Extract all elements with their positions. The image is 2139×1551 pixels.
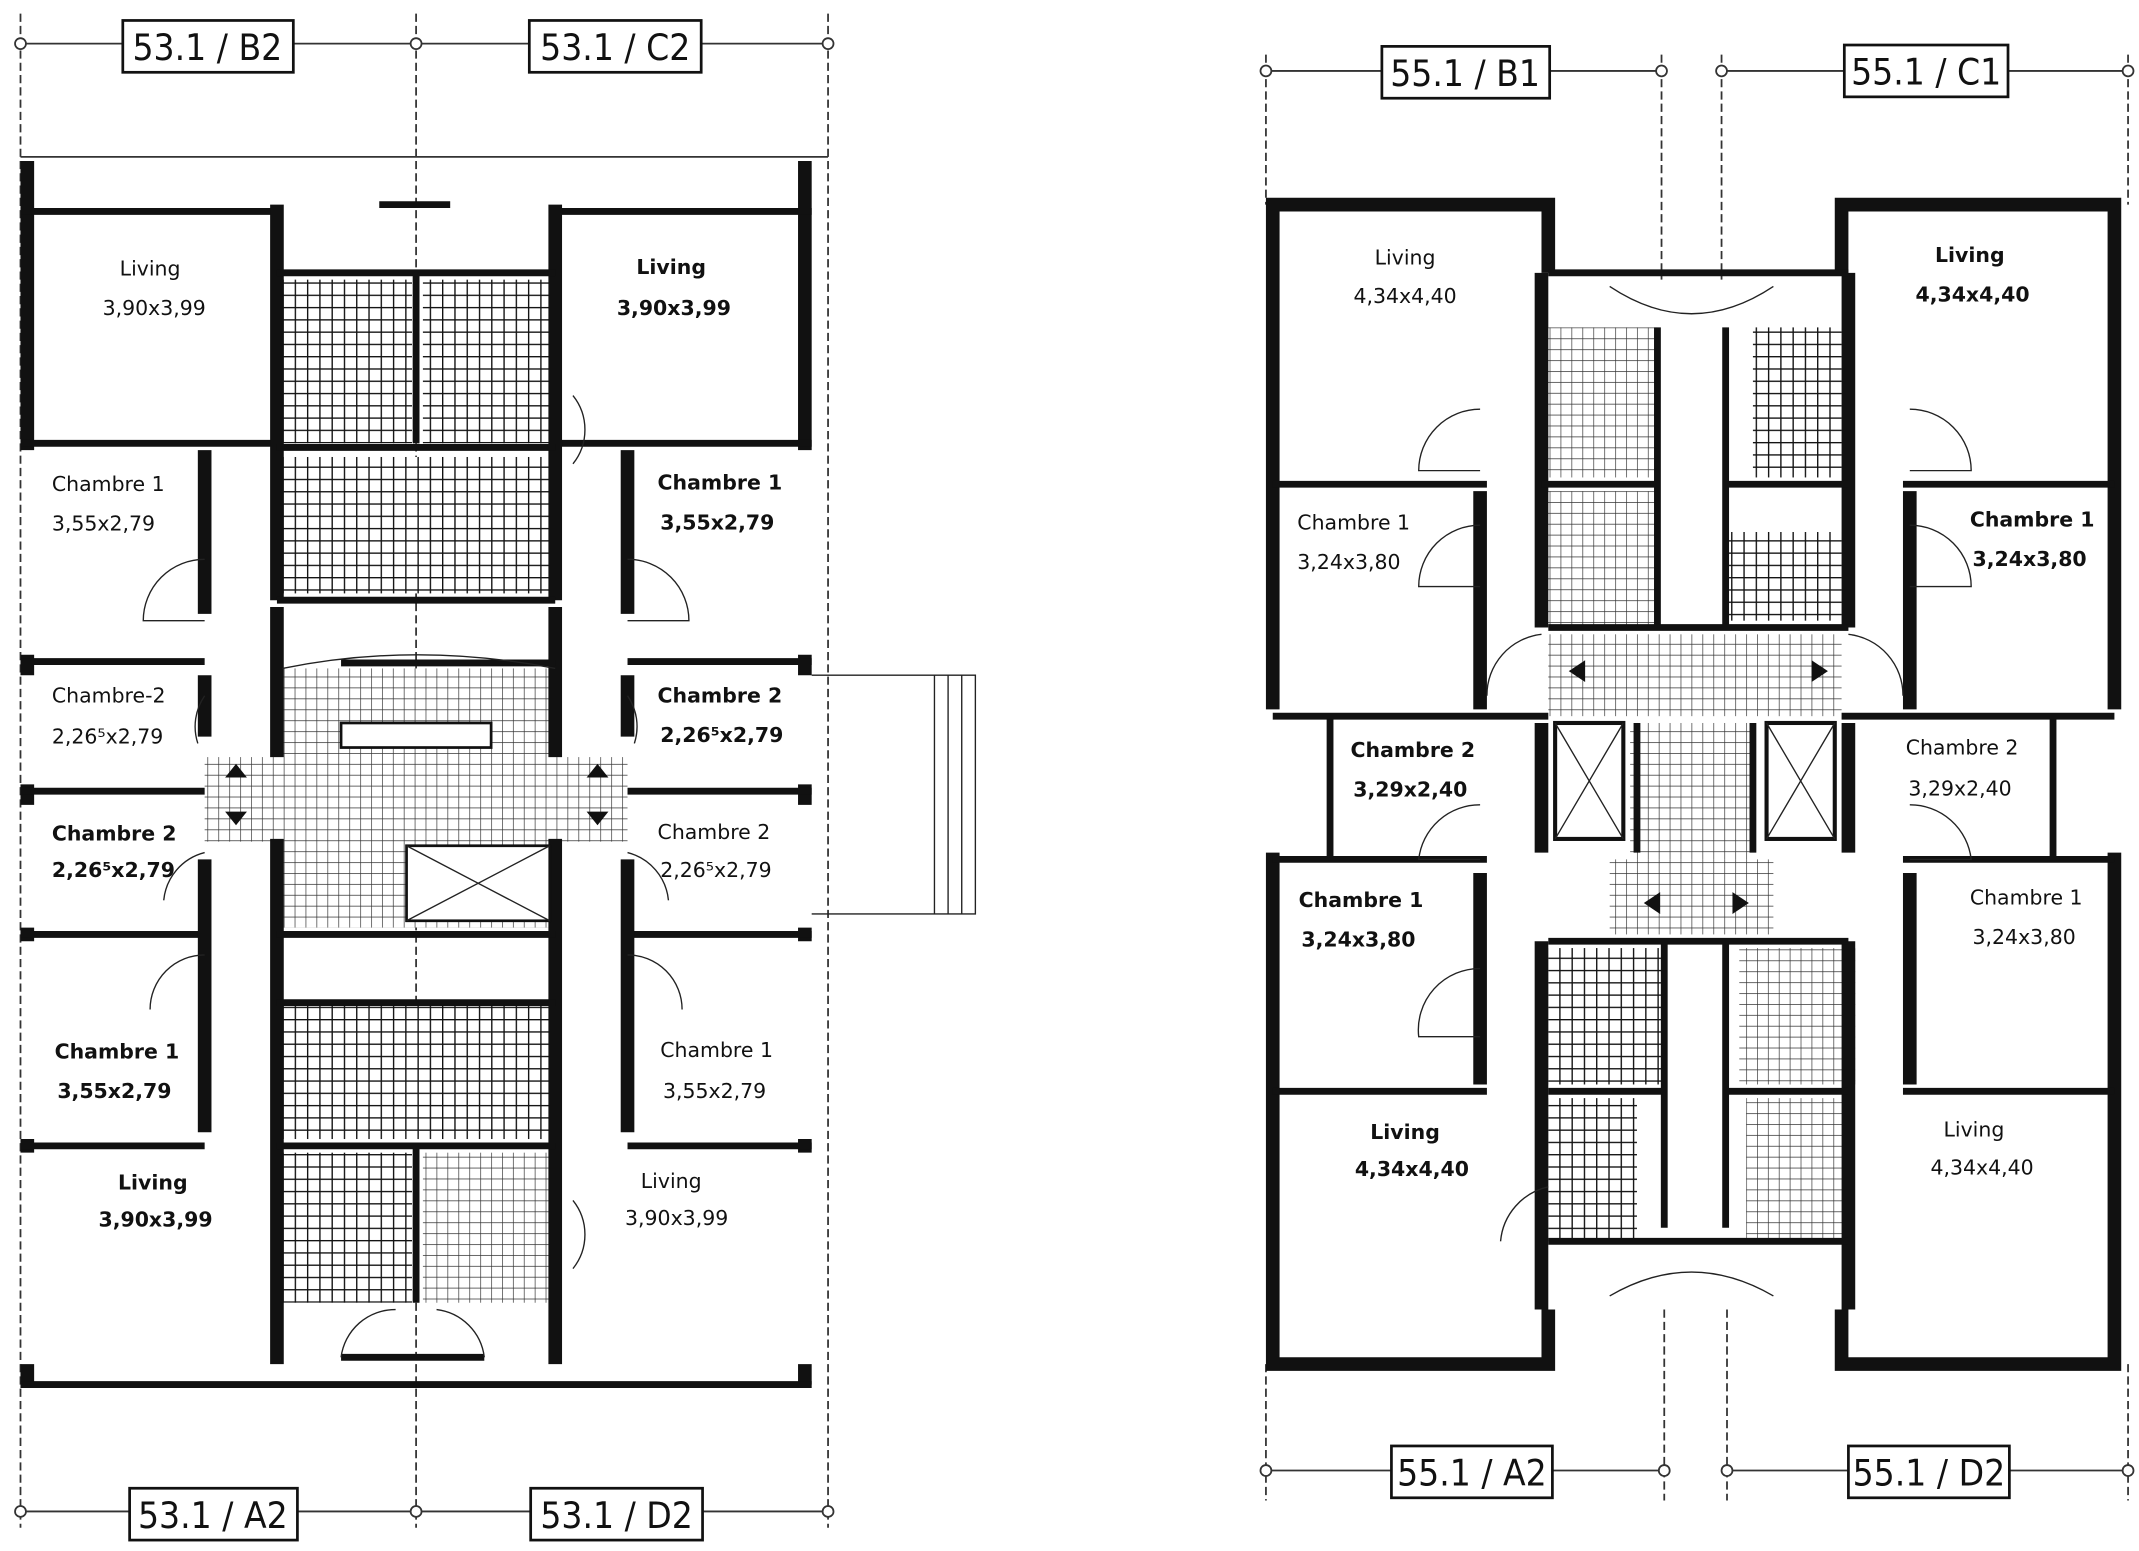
room-dims: 2,26⁵x2,79 (52, 858, 175, 882)
tag-55-1-c1: 55.1 / C1 (1842, 43, 2010, 99)
tag-53-1-c2: 53.1 / C2 (527, 19, 703, 74)
room-dims: 3,29x2,40 (1353, 778, 1467, 802)
room-dims: 3,90x3,99 (103, 296, 206, 320)
tag-55-1-d2: 55.1 / D2 (1847, 1444, 2011, 1500)
svg-text:53.1 / D2: 53.1 / D2 (540, 1494, 693, 1537)
right-door-swings (1417, 408, 1972, 1242)
room-name: Chambre-2 (52, 684, 166, 708)
room-dims: 3,55x2,79 (663, 1079, 766, 1103)
svg-text:55.1 / C1: 55.1 / C1 (1851, 51, 2001, 94)
room-name: Chambre 2 (1351, 738, 1476, 762)
left-tiled-areas (204, 279, 628, 1303)
room-name: Living (118, 1171, 188, 1195)
tag-53-1-a2: 53.1 / A2 (128, 1486, 299, 1542)
room-name: Chambre 1 (1970, 885, 2083, 909)
svg-text:55.1 / D2: 55.1 / D2 (1853, 1452, 2006, 1495)
room-dims: 4,34x4,40 (1355, 1157, 1469, 1181)
room-name: Living (1375, 246, 1436, 270)
room-name: Chambre 1 (1970, 508, 2095, 532)
svg-text:53.1 / B2: 53.1 / B2 (132, 26, 282, 69)
room-name: Chambre 1 (52, 472, 165, 496)
right-walls (1265, 197, 2122, 1371)
room-name: Chambre 1 (55, 1040, 180, 1064)
left-walls (20, 160, 977, 1388)
room-dims: 3,24x3,80 (1297, 550, 1400, 574)
room-dims: 3,90x3,99 (98, 1207, 212, 1231)
room-name: Chambre 2 (52, 821, 177, 845)
room-name: Living (636, 255, 706, 279)
left-stair-arrows (225, 763, 609, 826)
tag-53-1-b2: 53.1 / B2 (121, 19, 295, 74)
room-name: Chambre 1 (1299, 888, 1424, 912)
tag-53-1-d2: 53.1 / D2 (529, 1486, 704, 1542)
room-name: Living (1944, 1117, 2005, 1141)
room-dims: 2,26⁵x2,79 (52, 724, 163, 748)
room-dims: 3,90x3,99 (625, 1206, 728, 1230)
room-name: Chambre 1 (660, 1038, 773, 1062)
tag-55-1-a2: 55.1 / A2 (1390, 1444, 1554, 1500)
room-dims: 4,34x4,40 (1931, 1156, 2034, 1180)
right-stair-arrows (1568, 660, 1828, 914)
room-name: Living (120, 257, 181, 281)
left-floor-plan: 53.1 / B2 53.1 / C2 53.1 / A2 53.1 / D2 (14, 13, 977, 1542)
room-dims: 3,55x2,79 (57, 1079, 171, 1103)
svg-text:53.1 / A2: 53.1 / A2 (138, 1494, 288, 1537)
right-room-labels: Living 4,34x4,40 Living 4,34x4,40 Chambr… (1297, 243, 2094, 1181)
svg-text:55.1 / A2: 55.1 / A2 (1397, 1452, 1547, 1495)
room-dims: 2,26⁵x2,79 (660, 723, 783, 747)
room-name: Chambre 2 (1906, 735, 2019, 759)
room-name: Chambre 2 (658, 820, 771, 844)
room-dims: 2,26⁵x2,79 (660, 858, 771, 882)
room-dims: 3,55x2,79 (660, 510, 774, 534)
room-name: Living (1935, 243, 2005, 267)
svg-text:53.1 / C2: 53.1 / C2 (540, 26, 690, 69)
room-dims: 3,24x3,80 (1973, 925, 2076, 949)
room-dims: 3,24x3,80 (1973, 547, 2087, 571)
svg-text:55.1 / B1: 55.1 / B1 (1390, 52, 1540, 95)
room-dims: 4,34x4,40 (1353, 284, 1456, 308)
room-dims: 3,55x2,79 (52, 512, 155, 536)
tag-55-1-b1: 55.1 / B1 (1380, 45, 1552, 100)
room-name: Chambre 1 (658, 471, 783, 495)
room-name: Living (641, 1169, 702, 1193)
room-dims: 3,24x3,80 (1301, 928, 1415, 952)
right-tiled-areas (1541, 327, 1856, 1242)
room-name: Chambre 1 (1297, 510, 1410, 534)
room-dims: 4,34x4,40 (1915, 282, 2029, 306)
room-dims: 3,29x2,40 (1908, 776, 2011, 800)
right-floor-plan: 55.1 / B1 55.1 / C1 55.1 / A2 55.1 / D2 (1259, 43, 2135, 1501)
left-door-swings (142, 395, 690, 1358)
left-room-labels: Living 3,90x3,99 Living 3,90x3,99 Chambr… (52, 255, 783, 1231)
room-name: Living (1370, 1120, 1440, 1144)
room-dims: 3,90x3,99 (617, 296, 731, 320)
room-name: Chambre 2 (658, 684, 783, 708)
